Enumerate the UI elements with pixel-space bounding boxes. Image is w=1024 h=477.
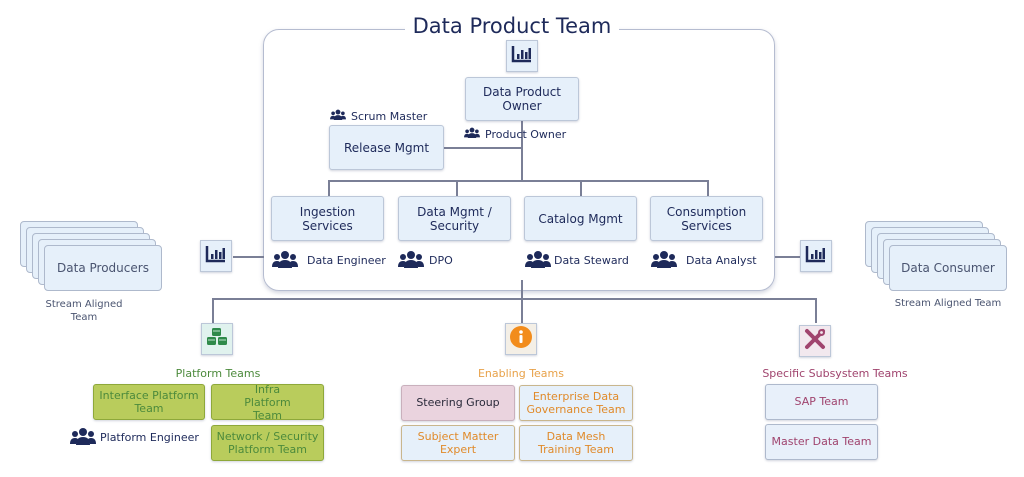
cubes-icon bbox=[206, 327, 228, 351]
steering-group-box[interactable]: Steering Group bbox=[401, 385, 515, 421]
users-icon bbox=[464, 127, 480, 141]
connector bbox=[212, 298, 214, 323]
data-consumer-box[interactable]: Data Consumer bbox=[889, 245, 1007, 291]
connector bbox=[328, 180, 330, 197]
users-icon bbox=[398, 250, 424, 271]
connector bbox=[233, 256, 264, 258]
diagram-title: Data Product Team bbox=[404, 14, 620, 38]
enterprise-data-governance-team-box[interactable]: Enterprise Data Governance Team bbox=[519, 385, 633, 421]
connector bbox=[456, 180, 458, 197]
master-data-team-box[interactable]: Master Data Team bbox=[765, 424, 878, 460]
connector bbox=[212, 298, 816, 300]
platform-icon-box bbox=[201, 323, 233, 355]
data-product-owner-box[interactable]: Data Product Owner bbox=[465, 77, 579, 121]
dashboard-icon-left bbox=[200, 240, 232, 272]
specific-subsystem-teams-title: Specific Subsystem Teams bbox=[762, 367, 908, 380]
users-icon bbox=[272, 250, 298, 271]
bar-chart-icon bbox=[205, 244, 227, 268]
release-mgmt-box[interactable]: Release Mgmt bbox=[329, 125, 444, 170]
sap-team-box[interactable]: SAP Team bbox=[765, 384, 878, 420]
platform-teams-title: Platform Teams bbox=[175, 367, 261, 380]
info-icon bbox=[509, 325, 533, 353]
dashboard-icon-right bbox=[800, 240, 832, 272]
connector bbox=[521, 280, 523, 323]
connector bbox=[521, 121, 523, 181]
enabling-teams-title: Enabling Teams bbox=[477, 367, 564, 380]
bar-chart-icon bbox=[511, 44, 533, 68]
connector bbox=[815, 298, 817, 323]
dashboard-icon-top bbox=[506, 40, 538, 72]
scrum-master-role: Scrum Master bbox=[330, 109, 427, 123]
data-steward-role: Data Steward bbox=[525, 250, 629, 271]
producers-caption: Stream Aligned Team bbox=[45, 299, 123, 323]
connector bbox=[775, 256, 800, 258]
users-icon bbox=[70, 427, 96, 448]
connector bbox=[707, 180, 709, 197]
ingestion-services-box[interactable]: Ingestion Services bbox=[271, 196, 384, 241]
product-owner-role: Product Owner bbox=[464, 127, 566, 141]
subject-matter-expert-box[interactable]: Subject Matter Expert bbox=[401, 425, 515, 461]
consumers-caption: Stream Aligned Team bbox=[894, 298, 1002, 309]
connector bbox=[328, 180, 708, 182]
enabling-icon-box bbox=[505, 323, 537, 355]
connector bbox=[580, 180, 582, 197]
tools-icon bbox=[804, 328, 826, 354]
data-producers-box[interactable]: Data Producers bbox=[44, 245, 162, 291]
subsystem-icon-box bbox=[799, 325, 831, 357]
data-analyst-role: Data Analyst bbox=[651, 250, 757, 271]
users-icon bbox=[330, 109, 346, 123]
data-engineer-role: Data Engineer bbox=[272, 250, 386, 271]
platform-engineer-role: Platform Engineer bbox=[70, 427, 199, 448]
connector bbox=[444, 147, 522, 149]
users-icon bbox=[651, 250, 677, 271]
data-mesh-training-team-box[interactable]: Data Mesh Training Team bbox=[519, 425, 633, 461]
infra-platform-team-box[interactable]: Infra Platform Team bbox=[211, 383, 324, 422]
interface-platform-team-box[interactable]: Interface Platform Team bbox=[93, 384, 205, 420]
consumption-services-box[interactable]: Consumption Services bbox=[650, 196, 763, 241]
catalog-mgmt-box[interactable]: Catalog Mgmt bbox=[524, 196, 637, 241]
data-mgmt-security-box[interactable]: Data Mgmt / Security bbox=[398, 196, 511, 241]
users-icon bbox=[525, 250, 551, 271]
network-security-platform-team-box[interactable]: Network / Security Platform Team bbox=[211, 425, 324, 461]
dpo-role: DPO bbox=[398, 250, 453, 271]
bar-chart-icon bbox=[805, 244, 827, 268]
